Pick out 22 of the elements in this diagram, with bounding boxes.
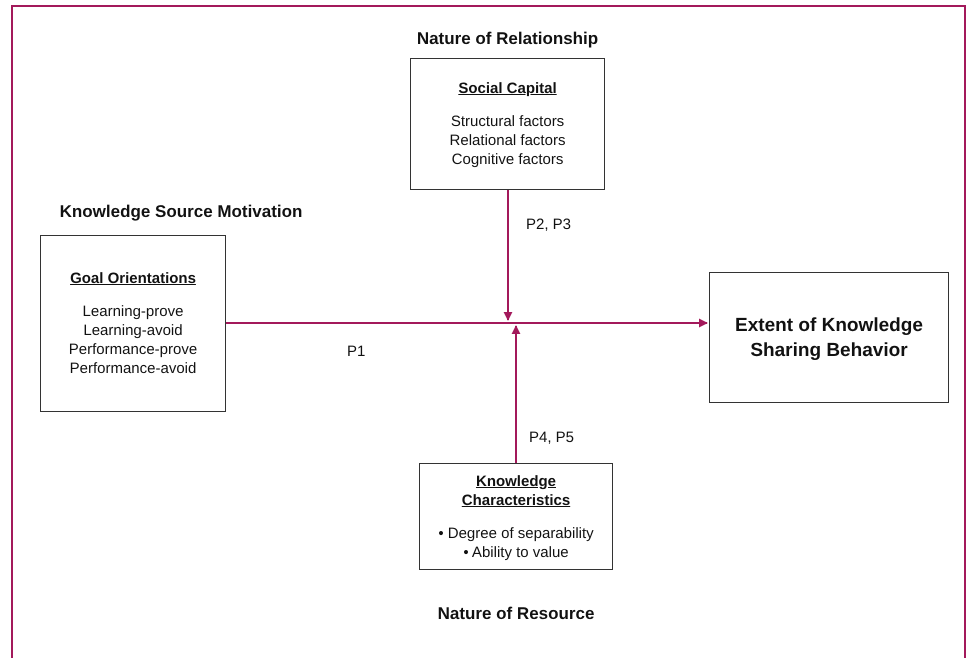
box-title: Extent of Knowledge Sharing Behavior <box>734 314 924 362</box>
list-item: • Degree of separability <box>438 524 594 542</box>
list-item: Performance-avoid <box>70 359 196 378</box>
list-item: Learning-avoid <box>83 321 183 340</box>
section-heading: Nature of Relationship <box>416 29 598 48</box>
list-item: Structural factors <box>450 112 564 131</box>
list-item: Cognitive factors <box>452 150 564 169</box>
edge-label: P4, P5 <box>527 429 576 446</box>
box-title: Goal Orientations <box>69 269 197 288</box>
arrow <box>504 190 512 321</box>
section-heading: Nature of Resource <box>438 604 594 623</box>
arrow <box>226 318 708 328</box>
list-item: • Ability to value <box>463 542 569 562</box>
arrow <box>512 325 520 463</box>
list-item: Relational factors <box>450 131 566 150</box>
edge-label: P2, P3 <box>524 216 574 233</box>
list-item: Performance-prove <box>68 340 198 359</box>
section-heading: Knowledge Source Motivation <box>60 202 302 221</box>
list-item: Learning-prove <box>82 302 184 321</box>
process-box <box>709 272 949 403</box>
box-title: Social Capital <box>457 79 558 98</box>
box-title: Knowledge Characteristics <box>460 472 572 510</box>
